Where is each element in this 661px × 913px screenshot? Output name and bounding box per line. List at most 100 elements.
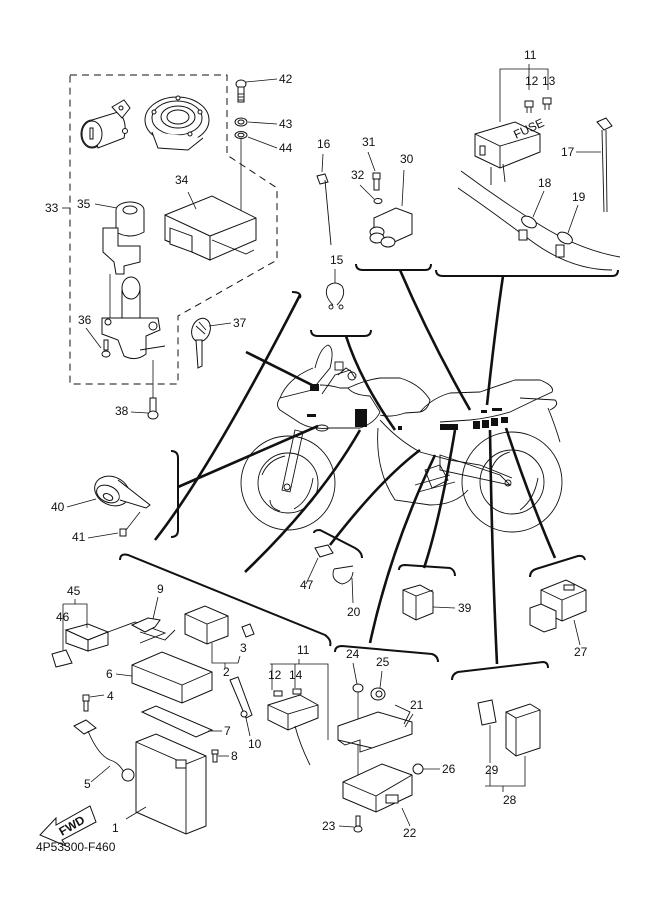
callout-18: 18 — [538, 176, 552, 190]
callout-36: 36 — [78, 313, 92, 327]
callout-26: 26 — [442, 762, 456, 776]
bolt-4-part — [82, 694, 105, 712]
marker-fuse-a — [473, 421, 480, 429]
callout-10: 10 — [248, 737, 262, 751]
washer-43-part — [234, 117, 278, 127]
callout-19: 19 — [572, 190, 586, 204]
bracket-21-part — [337, 704, 414, 753]
marker-relay-top-a — [481, 410, 487, 413]
callout-17: 17 — [561, 145, 575, 159]
callout-45: 45 — [67, 584, 81, 598]
relay-39-part — [402, 584, 456, 621]
coupler-45-46-part — [51, 599, 167, 668]
unit-27-part — [529, 579, 587, 646]
callout-38: 38 — [115, 404, 129, 418]
callout-39: 39 — [458, 601, 472, 615]
callout-23: 23 — [322, 819, 336, 833]
callout-11: 11 — [297, 643, 310, 657]
rectifier-2-3-part — [184, 605, 255, 668]
cable-band-16-part — [316, 153, 332, 246]
callout-35: 35 — [77, 197, 91, 211]
clamp-26-part — [412, 763, 440, 775]
battery-1-part — [125, 733, 207, 835]
callout-40: 40 — [51, 500, 65, 514]
callout-21: 21 — [410, 698, 424, 712]
callout-44: 44 — [279, 141, 293, 155]
callout-22: 22 — [403, 826, 417, 840]
callout-20: 20 — [347, 605, 361, 619]
callout-15: 15 — [330, 253, 344, 267]
callout-34: 34 — [175, 173, 189, 187]
bolt-31-part — [367, 151, 381, 191]
harness-top-part — [457, 170, 621, 271]
callout-42: 42 — [279, 72, 293, 86]
unit-22-part — [342, 763, 413, 827]
horn-part — [66, 475, 151, 509]
callout-6: 6 — [106, 667, 113, 681]
callout-8: 8 — [231, 749, 238, 763]
marker-ignition — [310, 384, 319, 391]
callout-28: 28 — [503, 793, 517, 807]
callout-25: 25 — [376, 655, 390, 669]
callout-24: 24 — [346, 647, 360, 661]
callout-3: 3 — [240, 641, 247, 655]
main-switch-part — [94, 201, 145, 320]
marker-ecu — [355, 409, 367, 427]
callout-41: 41 — [72, 530, 86, 544]
bracket-30-part — [369, 169, 413, 248]
callout-43: 43 — [279, 117, 293, 131]
marker-fuse-b — [482, 420, 489, 428]
clamp-19-part — [555, 204, 579, 258]
callout-12: 12 — [525, 74, 539, 88]
callout-33: 33 — [45, 201, 59, 215]
screw-36-part — [85, 327, 111, 358]
clamp-18-part — [518, 190, 545, 241]
bolt-8-part — [211, 749, 229, 763]
clamp-47-part — [305, 544, 334, 585]
marker-relay-top-b — [492, 408, 502, 411]
marker-fuse-d — [501, 417, 508, 423]
marker-clamp — [398, 426, 402, 430]
callout-13: 13 — [542, 74, 556, 88]
fuse-13-part — [542, 97, 552, 110]
ignition-key-part — [191, 317, 232, 369]
bolt-23-part — [338, 815, 363, 833]
fuse-12-top-part — [524, 100, 534, 113]
diagram-code: 4P53300-F460 — [36, 840, 116, 854]
callout-5: 5 — [84, 777, 91, 791]
callout-9: 9 — [157, 582, 164, 596]
fuel-cap-part — [144, 95, 210, 151]
callout-32: 32 — [351, 168, 365, 182]
seat-lock-part — [80, 99, 131, 149]
callout-12: 12 — [268, 668, 282, 682]
callout-31: 31 — [362, 135, 376, 149]
callout-46: 46 — [56, 610, 70, 624]
ecu-unit-part — [164, 191, 257, 261]
clamp-15-part — [325, 269, 345, 310]
ignition-key-set-group — [62, 74, 278, 385]
tray-6-part — [115, 651, 213, 704]
relay-28-part — [485, 703, 541, 792]
marker-fuse-c — [491, 418, 498, 426]
fuse-box-top-part: FUSE — [474, 116, 546, 185]
callout-47: 47 — [300, 578, 314, 592]
callout-4: 4 — [107, 689, 114, 703]
motorcycle-outline — [240, 344, 563, 533]
cover-9-part — [130, 596, 176, 641]
callout-14: 14 — [289, 668, 303, 682]
marker-battery — [440, 424, 458, 430]
callout-37: 37 — [233, 316, 247, 330]
cable-tie-17-part — [576, 117, 613, 213]
callout-7: 7 — [224, 724, 231, 738]
steering-lock-part — [101, 276, 166, 360]
washer-32-part — [359, 184, 383, 204]
callout-29: 29 — [485, 763, 499, 777]
callout-2: 2 — [223, 665, 230, 679]
fuse-box-11-bottom-part — [267, 659, 329, 766]
plate-7-part — [140, 705, 222, 738]
callout-27: 27 — [574, 645, 588, 659]
bolt-42-part — [235, 78, 278, 103]
callout-1: 1 — [112, 821, 119, 835]
